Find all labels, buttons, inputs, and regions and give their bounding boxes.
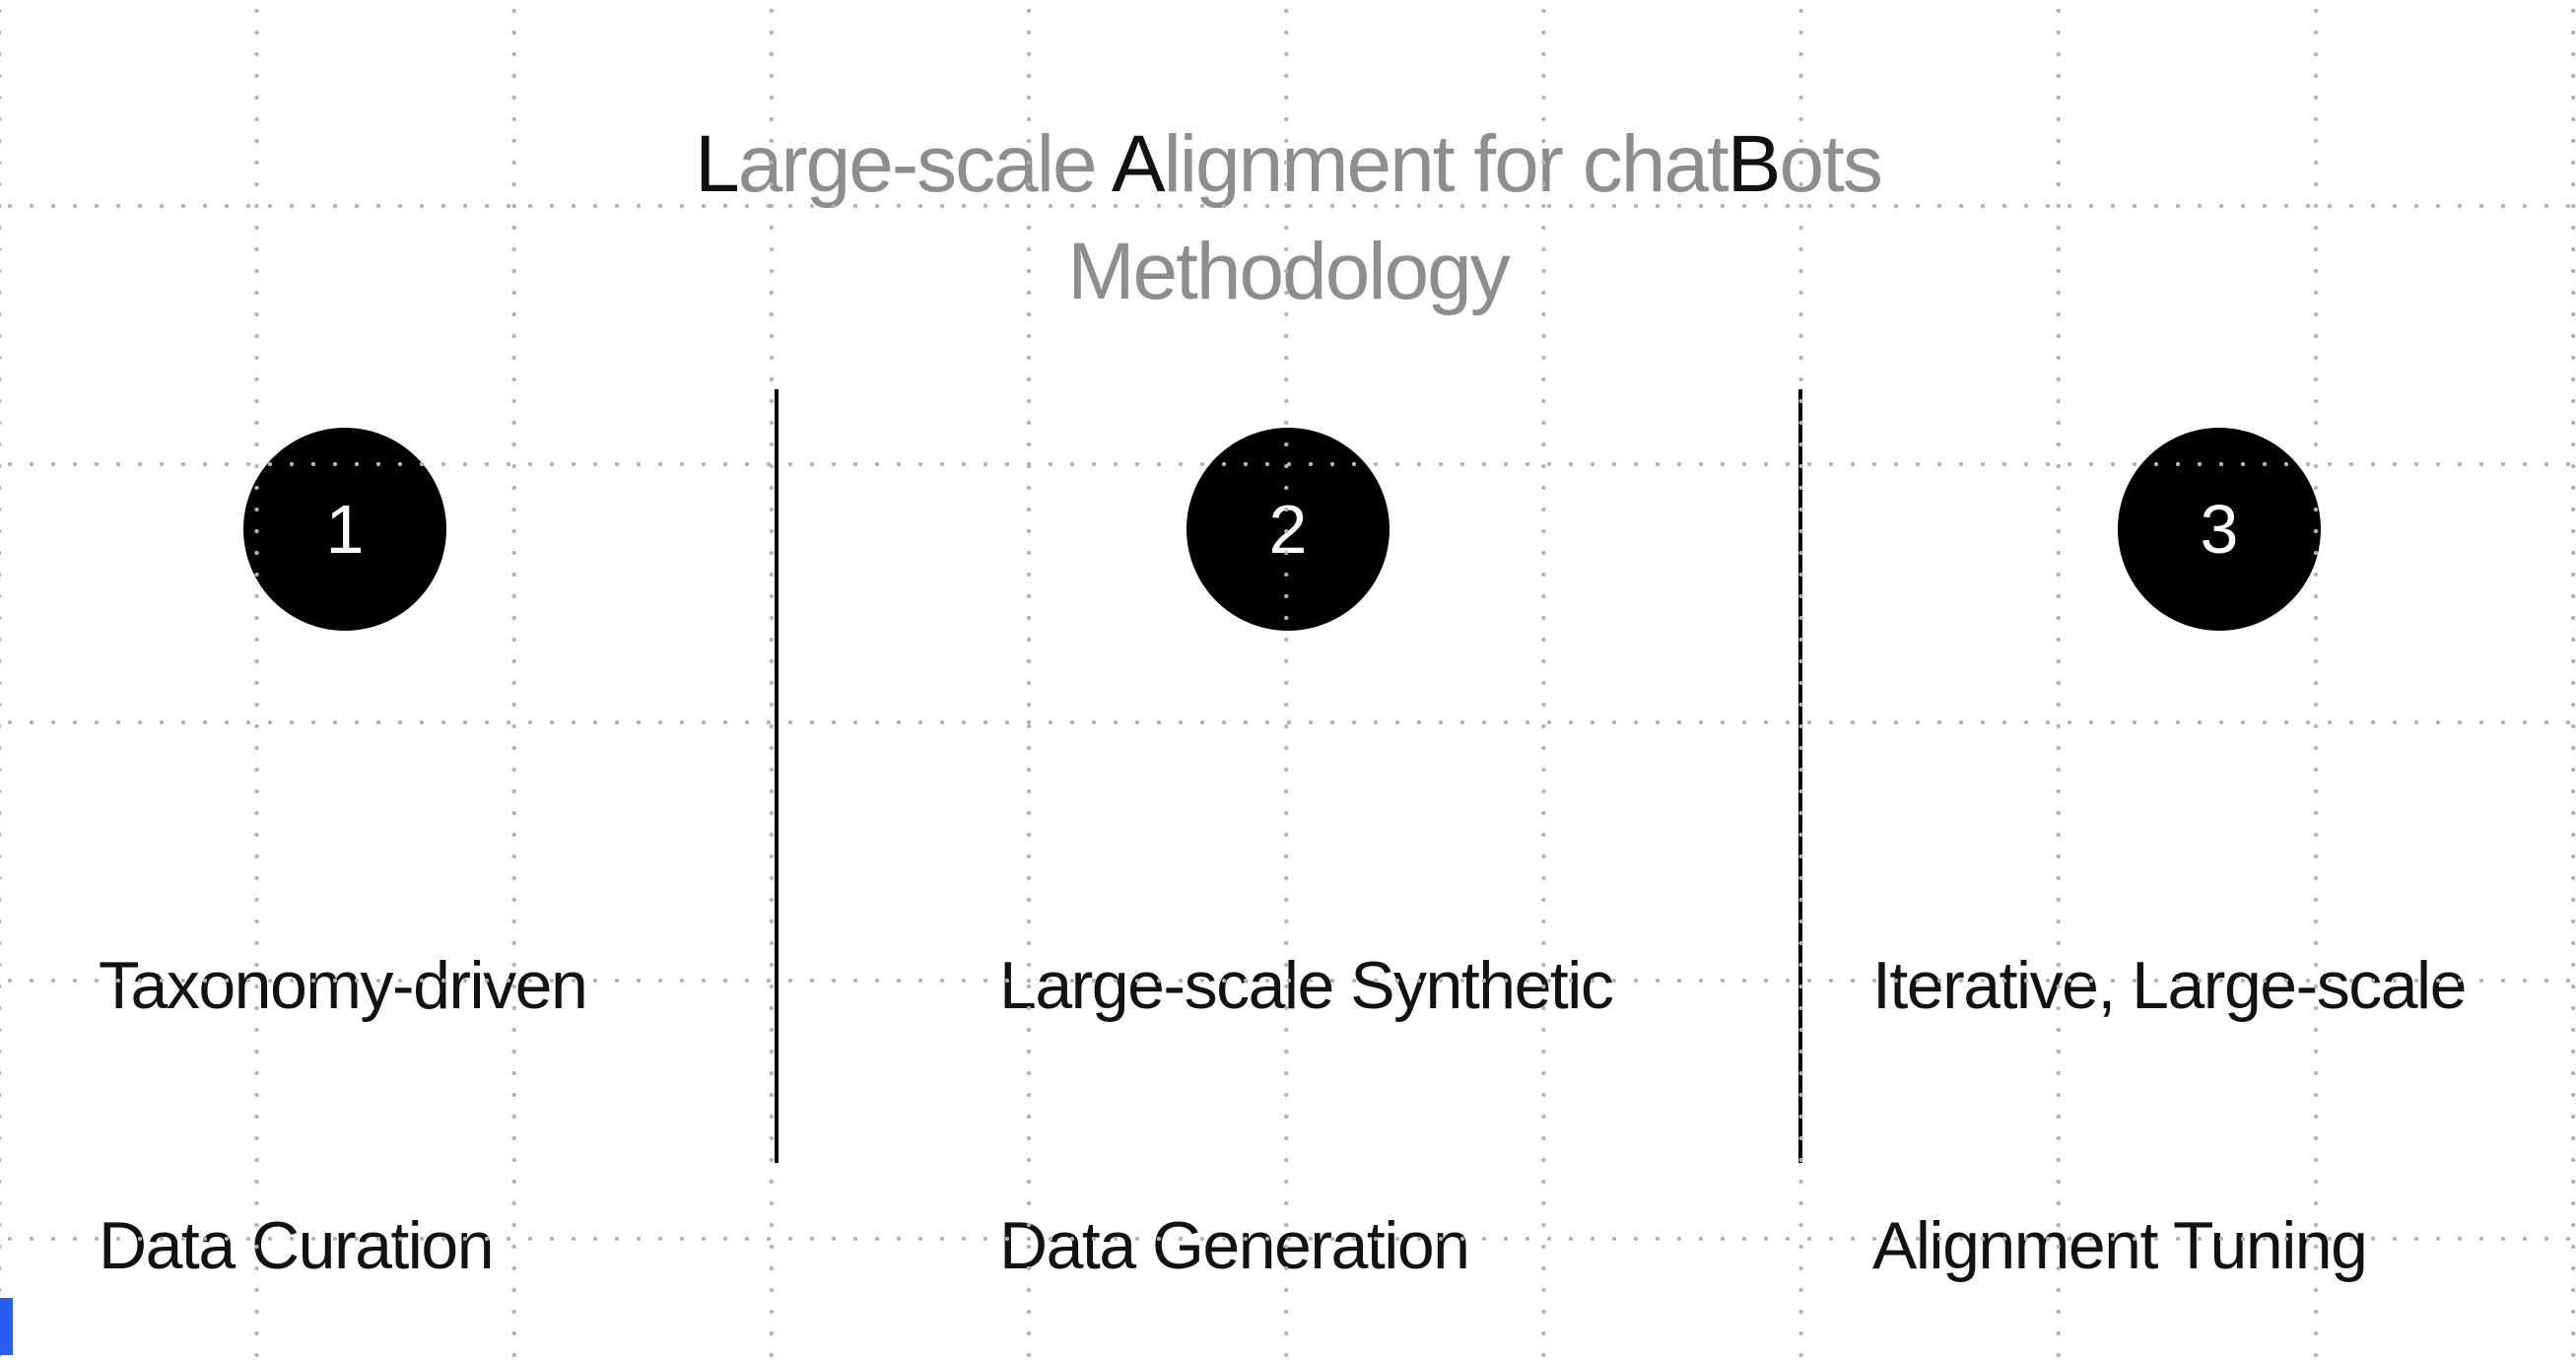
column-divider-1 [775, 389, 779, 1163]
step-3-number: 3 [2200, 491, 2239, 568]
step-1-label-line-2: Data Curation [99, 1208, 495, 1283]
step-1-number: 1 [325, 491, 365, 568]
step-1-circle: 1 [243, 428, 446, 631]
title-text: ots [1779, 119, 1882, 209]
title-text: arge-scale [737, 119, 1112, 209]
column-divider-2 [1798, 389, 1802, 1163]
step-3-label: Iterative, Large-scale Alignment Tuning [1872, 769, 2467, 1360]
step-3-circle: 3 [2118, 428, 2321, 631]
step-1-label: Taxonomy-driven Data Curation [99, 769, 588, 1360]
step-1-label-line-1: Taxonomy-driven [99, 948, 588, 1023]
slide-edge-accent [0, 1298, 13, 1355]
title-letter-B: B [1727, 119, 1782, 209]
step-2-label-line-1: Large-scale Synthetic [999, 948, 1614, 1023]
step-2-label: Large-scale Synthetic Data Generation [999, 769, 1614, 1360]
title-letter-A: A [1111, 119, 1166, 209]
step-2-label-line-2: Data Generation [999, 1208, 1470, 1283]
title-letter-L: L [695, 119, 740, 209]
step-3-label-line-1: Iterative, Large-scale [1872, 948, 2467, 1023]
step-2-circle: 2 [1186, 428, 1390, 631]
title-line: Large-scale Alignment for chatBots [0, 110, 2576, 218]
slide-subtitle: Methodology [1067, 227, 1511, 316]
step-3-label-line-2: Alignment Tuning [1872, 1208, 2368, 1283]
title-text: lignment for chat [1163, 119, 1729, 209]
slide-title: Large-scale Alignment for chatBots Metho… [0, 110, 2576, 325]
step-2-number: 2 [1268, 491, 1308, 568]
